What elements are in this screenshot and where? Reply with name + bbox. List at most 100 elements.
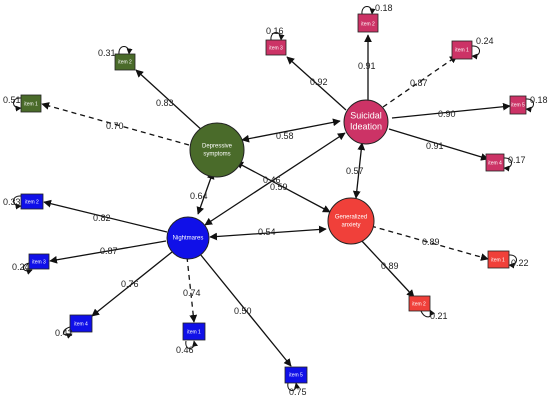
node-depressive-line2: symptoms <box>203 152 230 158</box>
box-s-item1 <box>451 40 473 60</box>
box-n-item2 <box>20 193 44 210</box>
box-s-item3 <box>265 39 287 56</box>
box-n-item4 <box>69 314 93 333</box>
box-s-item5-label: item 5 <box>511 102 525 108</box>
box-d-item2-label: item 2 <box>118 59 132 65</box>
indicators-nightmares: item 2 item 3 item 4 item 1 item 5 <box>20 193 308 384</box>
box-d-item1 <box>20 94 42 113</box>
error-loop-n-item4 <box>63 326 73 339</box>
corr-nightmares-anxiety <box>209 225 327 241</box>
error-loop-s-item3 <box>270 32 285 41</box>
loading-label-n-item5: 0.50 <box>234 306 252 316</box>
box-a-item2-label: item 2 <box>412 301 426 307</box>
error-label-s-item5: 0.18 <box>530 95 548 105</box>
error-loop-d-item1 <box>13 97 22 112</box>
box-n-item3-label: item 3 <box>32 259 46 265</box>
error-label-a-item2: 0.21 <box>430 311 448 321</box>
error-loop-n-item5 <box>287 382 300 391</box>
error-loop-n-item2 <box>13 195 22 210</box>
box-s-item2 <box>357 13 379 33</box>
box-s-item4 <box>485 153 505 172</box>
correlation-labels: 0.58 0.64 0.57 0.46 0.59 0.54 <box>190 131 364 237</box>
box-n-item5 <box>284 366 308 384</box>
box-s-item4-label: item 4 <box>488 160 502 166</box>
loading-label-a-item1: 0.89 <box>422 237 440 247</box>
error-loop-s-item5 <box>525 98 534 113</box>
loading-line-s-item3 <box>286 56 347 111</box>
box-n-item3 <box>28 253 50 270</box>
loading-line-s-item5 <box>391 102 511 119</box>
error-label-s-item1: 0.24 <box>476 36 494 46</box>
corr-label-nightmares-suicidal: 0.46 <box>263 175 281 185</box>
indicators-suicidal: item 3 item 2 item 1 item 5 item 4 <box>265 13 527 172</box>
corr-label-depressive-anxiety: 0.59 <box>270 182 288 192</box>
error-label-d-item2: 0.31 <box>98 48 116 58</box>
box-n-item5-label: item 5 <box>289 372 303 378</box>
box-s-item3-label: item 3 <box>269 45 283 51</box>
loading-label-n-item2: 0.82 <box>93 213 111 223</box>
loading-line-n-item2 <box>43 199 168 233</box>
latent-correlations <box>196 118 366 241</box>
node-suicidal-ideation <box>343 99 389 145</box>
error-loop-a-item1 <box>508 254 517 269</box>
node-depressive-line1: Depressive <box>202 144 233 150</box>
latent-suicidal: Suicidal Ideation <box>343 99 389 145</box>
node-anxiety-line2: anxiety <box>341 223 360 229</box>
box-a-item2 <box>408 295 431 312</box>
error-labels: 0.16 0.18 0.24 0.18 0.17 0.31 0.51 0.33 … <box>3 3 548 397</box>
box-n-item4-label: item 4 <box>74 321 88 327</box>
node-suicidal-line1: Suicidal <box>350 110 382 120</box>
box-s-item2-label: item 2 <box>361 21 375 27</box>
loading-label-n-item1: 0.74 <box>183 288 201 298</box>
error-label-n-item2: 0.33 <box>3 197 21 207</box>
box-n-item1-label: item 1 <box>187 329 201 335</box>
indicators-anxiety: item 1 item 2 <box>408 250 510 312</box>
loading-label-s-item3: 0.92 <box>310 77 328 87</box>
error-loop-a-item2 <box>420 309 436 318</box>
loading-label-d-item2: 0.83 <box>156 98 174 108</box>
latent-nightmares: Nightmares <box>166 216 210 260</box>
error-loop-n-item3 <box>23 262 33 275</box>
error-loops <box>13 6 534 391</box>
loading-label-s-item2: 0.91 <box>358 61 376 71</box>
box-d-item1-label: item 1 <box>24 101 38 107</box>
latent-depressive: Depressive symptoms <box>189 122 245 178</box>
corr-label-depressive-suicidal: 0.58 <box>276 131 294 141</box>
error-label-n-item4: 0.42 <box>55 328 73 338</box>
error-label-n-item3: 0.24 <box>12 262 30 272</box>
box-s-item1-label: item 1 <box>455 47 469 53</box>
loading-line-d-item1 <box>41 102 190 146</box>
loading-line-a-item2 <box>360 239 415 298</box>
indicators-depressive: item 2 item 1 <box>20 53 136 113</box>
node-generalized-anxiety <box>327 197 375 245</box>
loading-line-n-item4 <box>91 251 173 317</box>
node-nightmares <box>166 216 210 260</box>
loading-label-a-item2: 0.89 <box>381 261 399 271</box>
error-label-n-item5: 0.75 <box>289 387 307 397</box>
corr-label-nightmares-anxiety: 0.54 <box>258 227 276 237</box>
error-label-a-item1: 0.22 <box>511 258 529 268</box>
box-d-item2 <box>114 53 136 71</box>
box-s-item5 <box>509 95 527 115</box>
loading-line-d-item2 <box>135 69 205 133</box>
loading-label-s-item4: 0.91 <box>426 141 444 151</box>
error-loop-d-item2 <box>118 46 133 55</box>
loading-label-n-item4: 0.76 <box>121 279 139 289</box>
loading-line-a-item1 <box>370 225 489 261</box>
loading-label-d-item1: 0.70 <box>106 121 124 131</box>
loading-line-s-item4 <box>388 128 489 161</box>
node-nightmares-line1: Nightmares <box>173 236 204 242</box>
error-loop-n-item1 <box>185 340 198 349</box>
corr-suicidal-anxiety <box>352 142 366 199</box>
corr-depressive-anxiety <box>235 161 331 213</box>
error-label-s-item4: 0.17 <box>508 155 526 165</box>
loading-labels: 0.92 0.91 0.87 0.90 0.91 0.83 0.70 0.82 … <box>93 61 456 316</box>
error-label-s-item3: 0.16 <box>266 26 284 36</box>
box-n-item1 <box>182 322 206 341</box>
loading-line-n-item1 <box>186 256 198 323</box>
error-label-s-item2: 0.18 <box>375 3 393 13</box>
latent-anxiety: Generalized anxiety <box>327 197 375 245</box>
box-a-item1 <box>487 250 510 269</box>
node-depressive-symptoms <box>189 122 245 178</box>
